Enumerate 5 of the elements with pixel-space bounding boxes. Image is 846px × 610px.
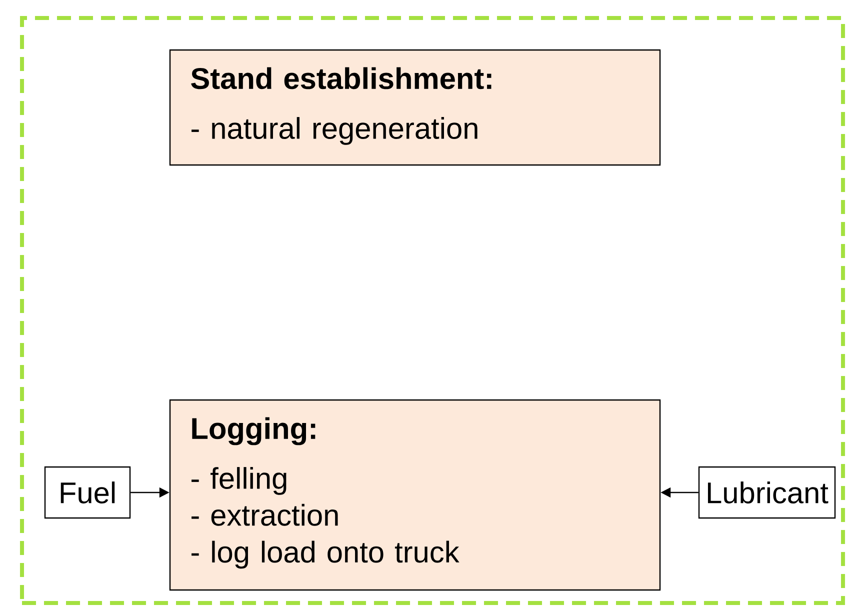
input-box: Lubricant <box>698 466 836 519</box>
input-box: Fuel <box>44 466 131 519</box>
process-box: Logging: - felling - extraction - log load onto truck <box>169 399 661 591</box>
dashed-boundary <box>20 16 845 605</box>
process-box: Stand establishment: - natural regeneration <box>169 49 661 166</box>
